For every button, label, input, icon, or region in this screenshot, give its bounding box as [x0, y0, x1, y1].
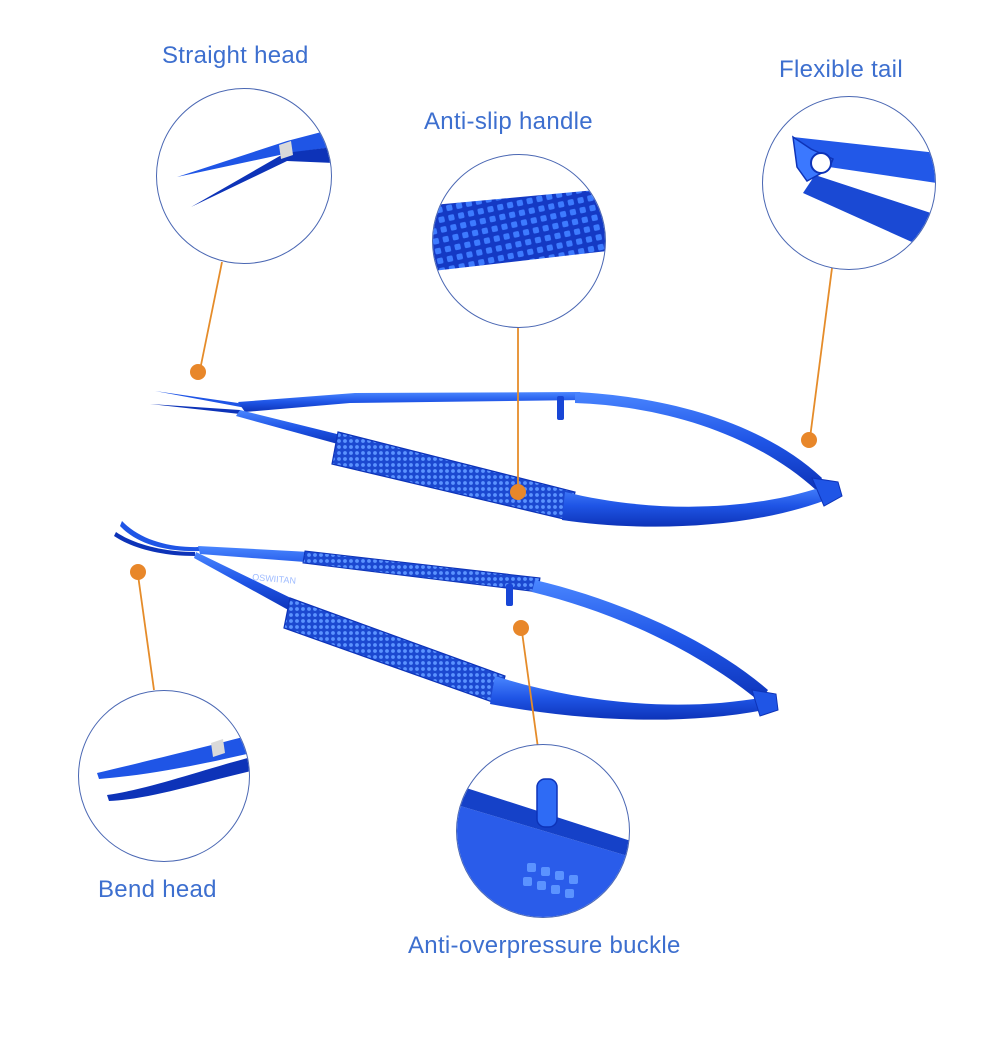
label-flexible-tail: Flexible tail	[779, 56, 903, 83]
leader-bend-head	[137, 574, 155, 691]
leader-straight-head	[199, 261, 223, 371]
flexible-tail-zoom-circle	[762, 96, 936, 270]
dot-anti-slip-handle	[510, 484, 526, 500]
engraving-text: OSWIITAN	[252, 572, 297, 586]
straight-tail	[811, 477, 843, 507]
bend-head-zoom-circle	[78, 690, 250, 862]
straight-scissors	[150, 391, 843, 527]
dot-straight-head	[190, 364, 206, 380]
straight-blade-upper	[155, 391, 246, 408]
straight-knurled-handle	[331, 431, 576, 521]
bend-scissors: OSWIITAN	[114, 521, 779, 720]
bend-knurled-handle	[283, 597, 506, 705]
dot-flexible-tail	[801, 432, 817, 448]
label-straight-head: Straight head	[162, 42, 309, 69]
straight-blade-lower	[150, 404, 240, 414]
buckle-closeup	[457, 778, 629, 917]
bend-blade-lower	[114, 532, 195, 556]
dot-bend-head	[130, 564, 146, 580]
leader-buckle	[521, 631, 539, 749]
straight-buckle-peg	[557, 396, 564, 420]
anti-overpressure-buckle-zoom-circle	[456, 744, 630, 918]
bend-tail	[751, 689, 779, 717]
knurled-handle-closeup	[433, 189, 605, 271]
tail-closeup	[792, 135, 935, 247]
bend-tip-closeup	[97, 735, 249, 801]
straight-head-zoom-circle	[156, 88, 332, 264]
leader-flexible-tail	[809, 267, 833, 439]
label-anti-slip-handle: Anti-slip handle	[424, 108, 593, 135]
anti-slip-handle-zoom-circle	[432, 154, 606, 328]
dot-buckle	[513, 620, 529, 636]
bend-buckle-peg	[506, 584, 513, 606]
label-anti-overpressure-buckle: Anti-overpressure buckle	[408, 932, 681, 959]
bend-blade-upper	[120, 521, 200, 552]
straight-tip-closeup	[177, 129, 331, 207]
label-bend-head: Bend head	[98, 876, 217, 903]
